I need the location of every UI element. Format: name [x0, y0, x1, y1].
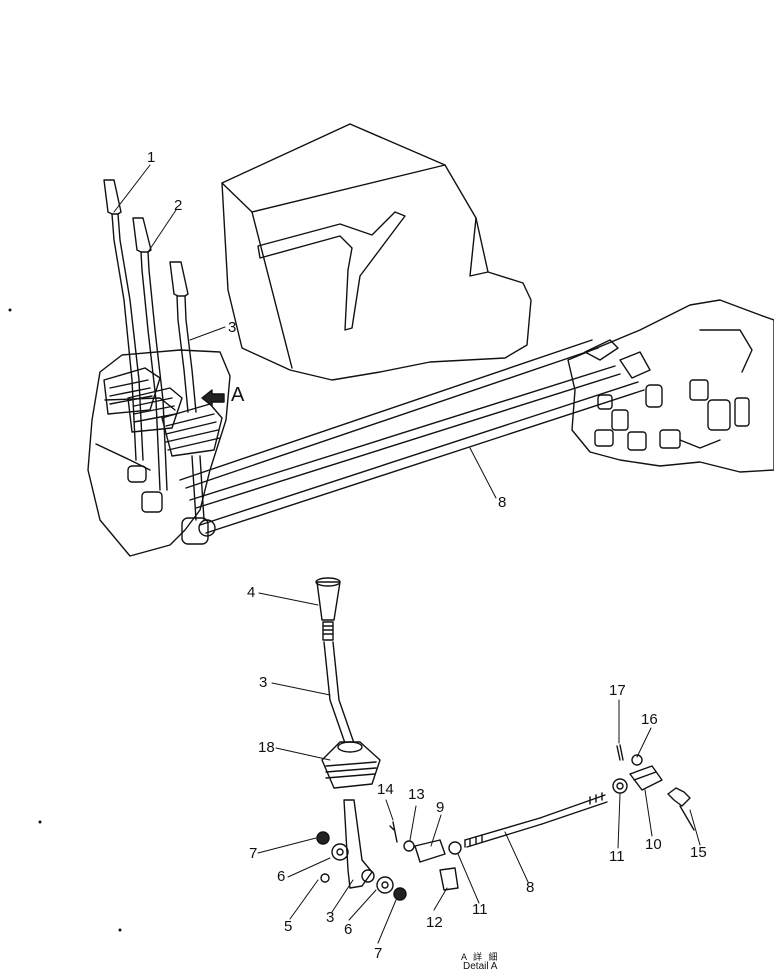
lever-3: [161, 261, 223, 545]
seat-body: [221, 123, 532, 381]
boot-18: [321, 741, 381, 789]
lever-base-3: [343, 799, 375, 889]
lever-1: [103, 179, 161, 483]
callout-13: 13: [408, 786, 425, 803]
detail-a-caption: A 詳 細 Detail A: [461, 952, 500, 973]
callout-detail-a: A: [231, 384, 245, 406]
pin-15: [667, 787, 695, 831]
knob-4: [315, 577, 341, 641]
callout-7-left: 7: [249, 845, 258, 862]
callout-6-left: 6: [277, 868, 286, 885]
callout-11-left: 11: [472, 901, 488, 918]
callout-15: 15: [690, 844, 707, 861]
cotter-17: [616, 744, 643, 766]
callout-11-right: 11: [609, 848, 625, 865]
callout-10: 10: [645, 836, 662, 853]
callout-12: 12: [426, 914, 443, 931]
callout-7-right: 7: [374, 945, 383, 962]
clevis-9: [389, 821, 462, 891]
callout-6-right: 6: [344, 921, 353, 938]
bushings: [316, 831, 407, 901]
callout-17: 17: [609, 682, 626, 699]
callout-3-lever: 3: [259, 674, 268, 691]
control-valve-body: [567, 299, 774, 473]
callout-14: 14: [377, 781, 394, 798]
callout-5: 5: [284, 918, 293, 935]
callout-1: 1: [147, 149, 156, 166]
linkage-rods: [179, 339, 645, 534]
callout-8-upper: 8: [498, 494, 507, 511]
detail-arrow-icon: [201, 389, 225, 407]
callout-3-base: 3: [326, 909, 335, 926]
callout-9: 9: [436, 799, 445, 816]
nut-11: [612, 778, 628, 794]
callout-8-detail: 8: [526, 879, 535, 896]
detail-a-label-english: Detail A: [463, 961, 498, 973]
callout-3-upper: 3: [228, 319, 237, 336]
leader-lines: [113, 164, 701, 944]
callout-16: 16: [641, 711, 658, 728]
end-block-10: [629, 765, 663, 791]
callout-4: 4: [247, 584, 256, 601]
callout-2: 2: [174, 197, 183, 214]
callout-18: 18: [258, 739, 275, 756]
lever-3-detail: [323, 641, 356, 747]
detail-a-label-japanese: A 詳 細: [461, 952, 500, 962]
rod-8-detail: [464, 792, 608, 848]
